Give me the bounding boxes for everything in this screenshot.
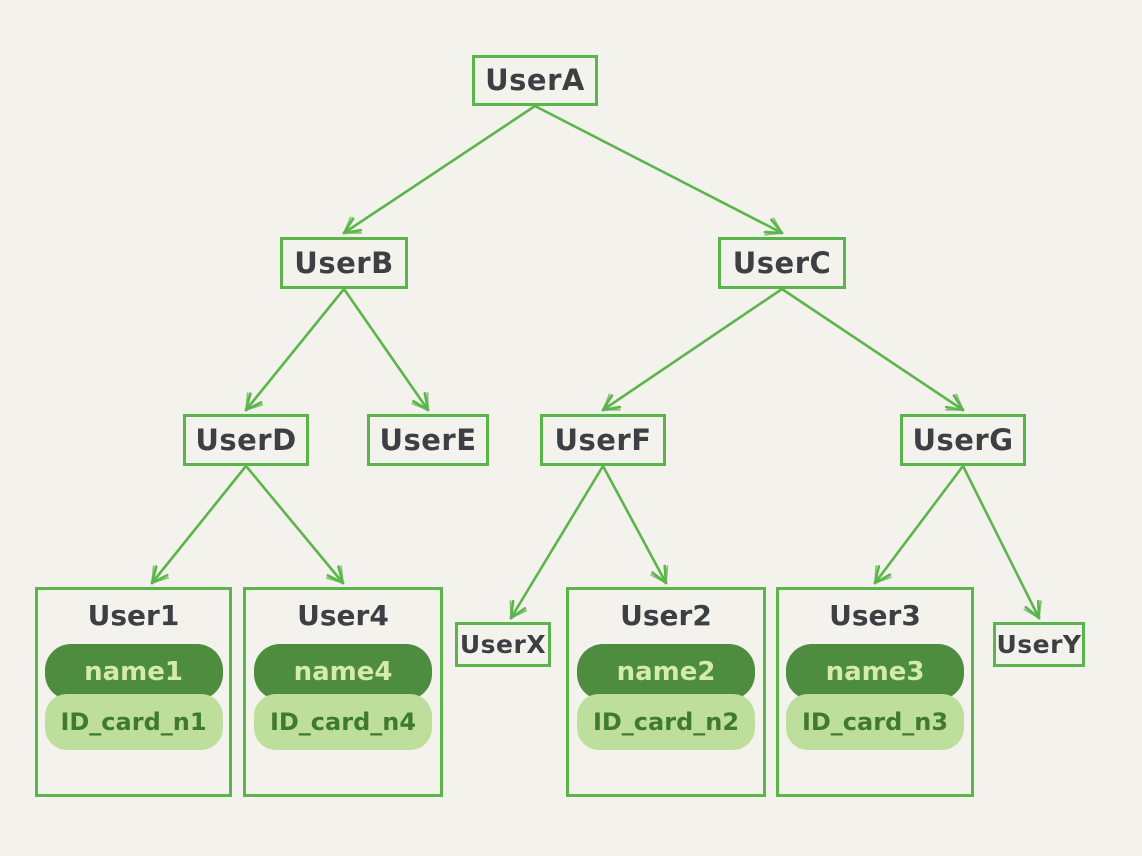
edge-UserD-to-User1	[150, 464, 248, 585]
record-title: User1	[87, 599, 180, 632]
node-userg[interactable]: UserG	[900, 414, 1026, 466]
arrowhead-stroke	[650, 574, 667, 584]
edge-UserF-to-UserX	[509, 464, 605, 620]
edge-UserG-to-User3	[873, 464, 965, 585]
node-userx[interactable]: UserX	[455, 622, 551, 667]
edge-line	[873, 464, 965, 585]
edge-UserF-to-User2	[601, 464, 669, 585]
edge-UserB-to-UserD	[244, 287, 346, 412]
arrowhead-stroke	[343, 216, 352, 234]
arrowhead-stroke	[874, 565, 877, 584]
edge-line	[244, 287, 346, 412]
edge-UserC-to-UserG	[780, 287, 965, 412]
node-usera[interactable]: UserA	[472, 55, 598, 106]
node-userc[interactable]: UserC	[718, 237, 846, 289]
arrowhead-stroke	[509, 600, 512, 619]
record-name-pill: name4	[254, 644, 432, 700]
record-idcard-pill: ID_card_n1	[44, 694, 223, 750]
edge-line	[601, 464, 668, 585]
node-userd[interactable]: UserD	[183, 414, 309, 466]
node-label: UserG	[912, 422, 1014, 457]
edge-line	[961, 464, 1041, 620]
arrowhead-stroke	[772, 217, 783, 234]
node-label: UserD	[195, 422, 297, 457]
arrowhead-stroke	[665, 565, 669, 584]
arrowhead-stroke	[340, 565, 344, 584]
node-usery[interactable]: UserY	[993, 622, 1085, 667]
node-usere[interactable]: UserE	[367, 414, 489, 466]
record-name-pill: name1	[44, 644, 223, 700]
node-label: UserE	[379, 422, 477, 457]
record-title: User2	[620, 599, 712, 632]
record-idcard-pill: ID_card_n2	[577, 694, 755, 750]
arrowhead-stroke	[874, 576, 892, 584]
edge-line	[601, 287, 784, 412]
edge-line	[150, 464, 248, 585]
arrowhead-stroke	[411, 402, 429, 411]
edge-UserC-to-UserF	[601, 287, 784, 412]
node-label: UserF	[554, 422, 652, 457]
record-name-pill: name3	[786, 644, 964, 700]
edge-UserA-to-UserC	[533, 104, 784, 236]
record-title: User4	[297, 599, 389, 632]
arrowhead-stroke	[1023, 608, 1040, 619]
arrowhead-stroke	[245, 392, 249, 411]
arrowhead-stroke	[764, 232, 783, 236]
arrowhead-stroke	[325, 577, 344, 584]
record-idcard-pill: ID_card_n4	[254, 694, 432, 750]
arrowhead-stroke	[151, 576, 170, 584]
edge-UserB-to-UserE	[342, 287, 430, 412]
edge-line	[342, 104, 537, 235]
arrowhead-stroke	[602, 393, 611, 411]
edge-line	[244, 464, 345, 585]
record-title: User3	[829, 599, 921, 632]
arrowhead-stroke	[510, 609, 528, 619]
arrowhead-stroke	[1038, 600, 1042, 619]
node-userf[interactable]: UserF	[540, 414, 666, 466]
record-idcard-pill: ID_card_n3	[786, 694, 964, 750]
edge-line	[780, 287, 965, 412]
node-label: UserY	[996, 630, 1082, 659]
arrowhead-stroke	[955, 393, 964, 411]
node-userb[interactable]: UserB	[280, 237, 408, 289]
arrowhead-stroke	[151, 565, 155, 584]
record-name-pill: name2	[577, 644, 755, 700]
edge-UserD-to-User4	[244, 464, 345, 585]
edge-line	[509, 464, 605, 620]
edge-UserG-to-UserY	[961, 464, 1042, 620]
edge-line	[533, 104, 784, 235]
node-label: UserC	[732, 245, 832, 280]
node-label: UserA	[485, 63, 585, 97]
edge-line	[342, 287, 430, 412]
node-label: UserB	[294, 245, 394, 280]
node-label: UserX	[459, 630, 547, 659]
arrowhead-stroke	[245, 403, 264, 411]
edge-UserA-to-UserB	[342, 104, 537, 235]
